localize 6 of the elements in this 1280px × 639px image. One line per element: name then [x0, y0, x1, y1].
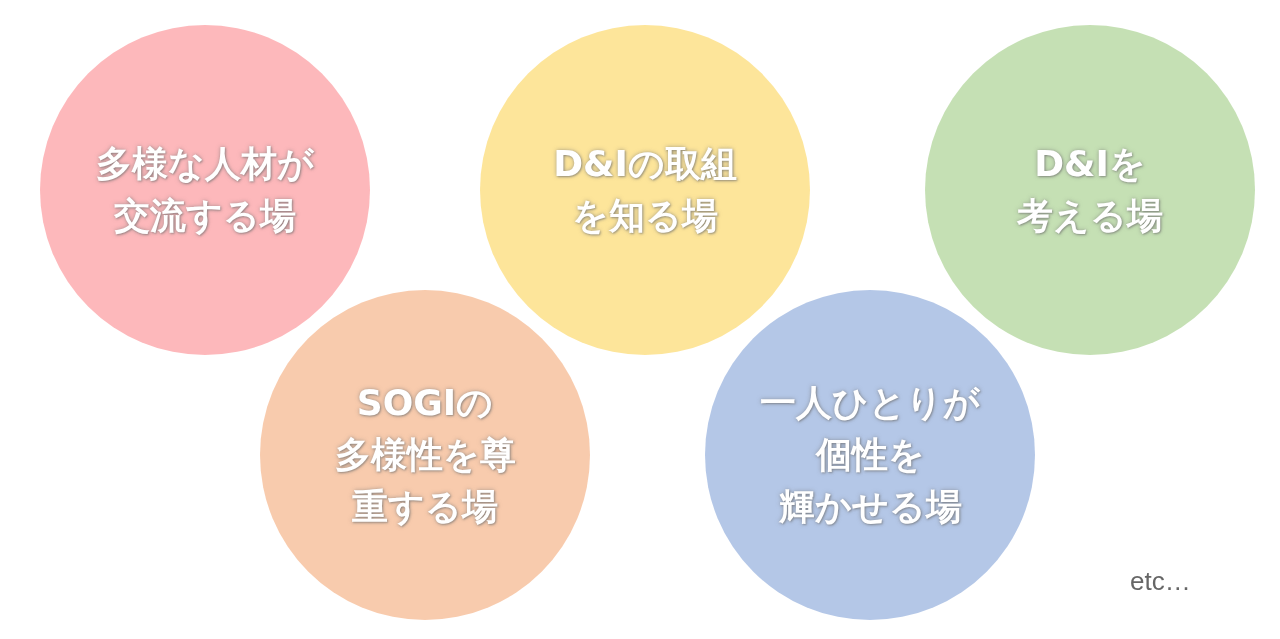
circle-label: 一人ひとりが個性を輝かせる場: [760, 380, 980, 530]
circle-label: D&Iを考える場: [1017, 141, 1163, 238]
circle-label: SOGIの多様性を尊重する場: [334, 380, 516, 530]
circle-label: 多様な人材が交流する場: [96, 141, 314, 238]
circle-label: D&Iの取組を知る場: [553, 141, 737, 238]
note-text: etc…: [1130, 566, 1191, 597]
